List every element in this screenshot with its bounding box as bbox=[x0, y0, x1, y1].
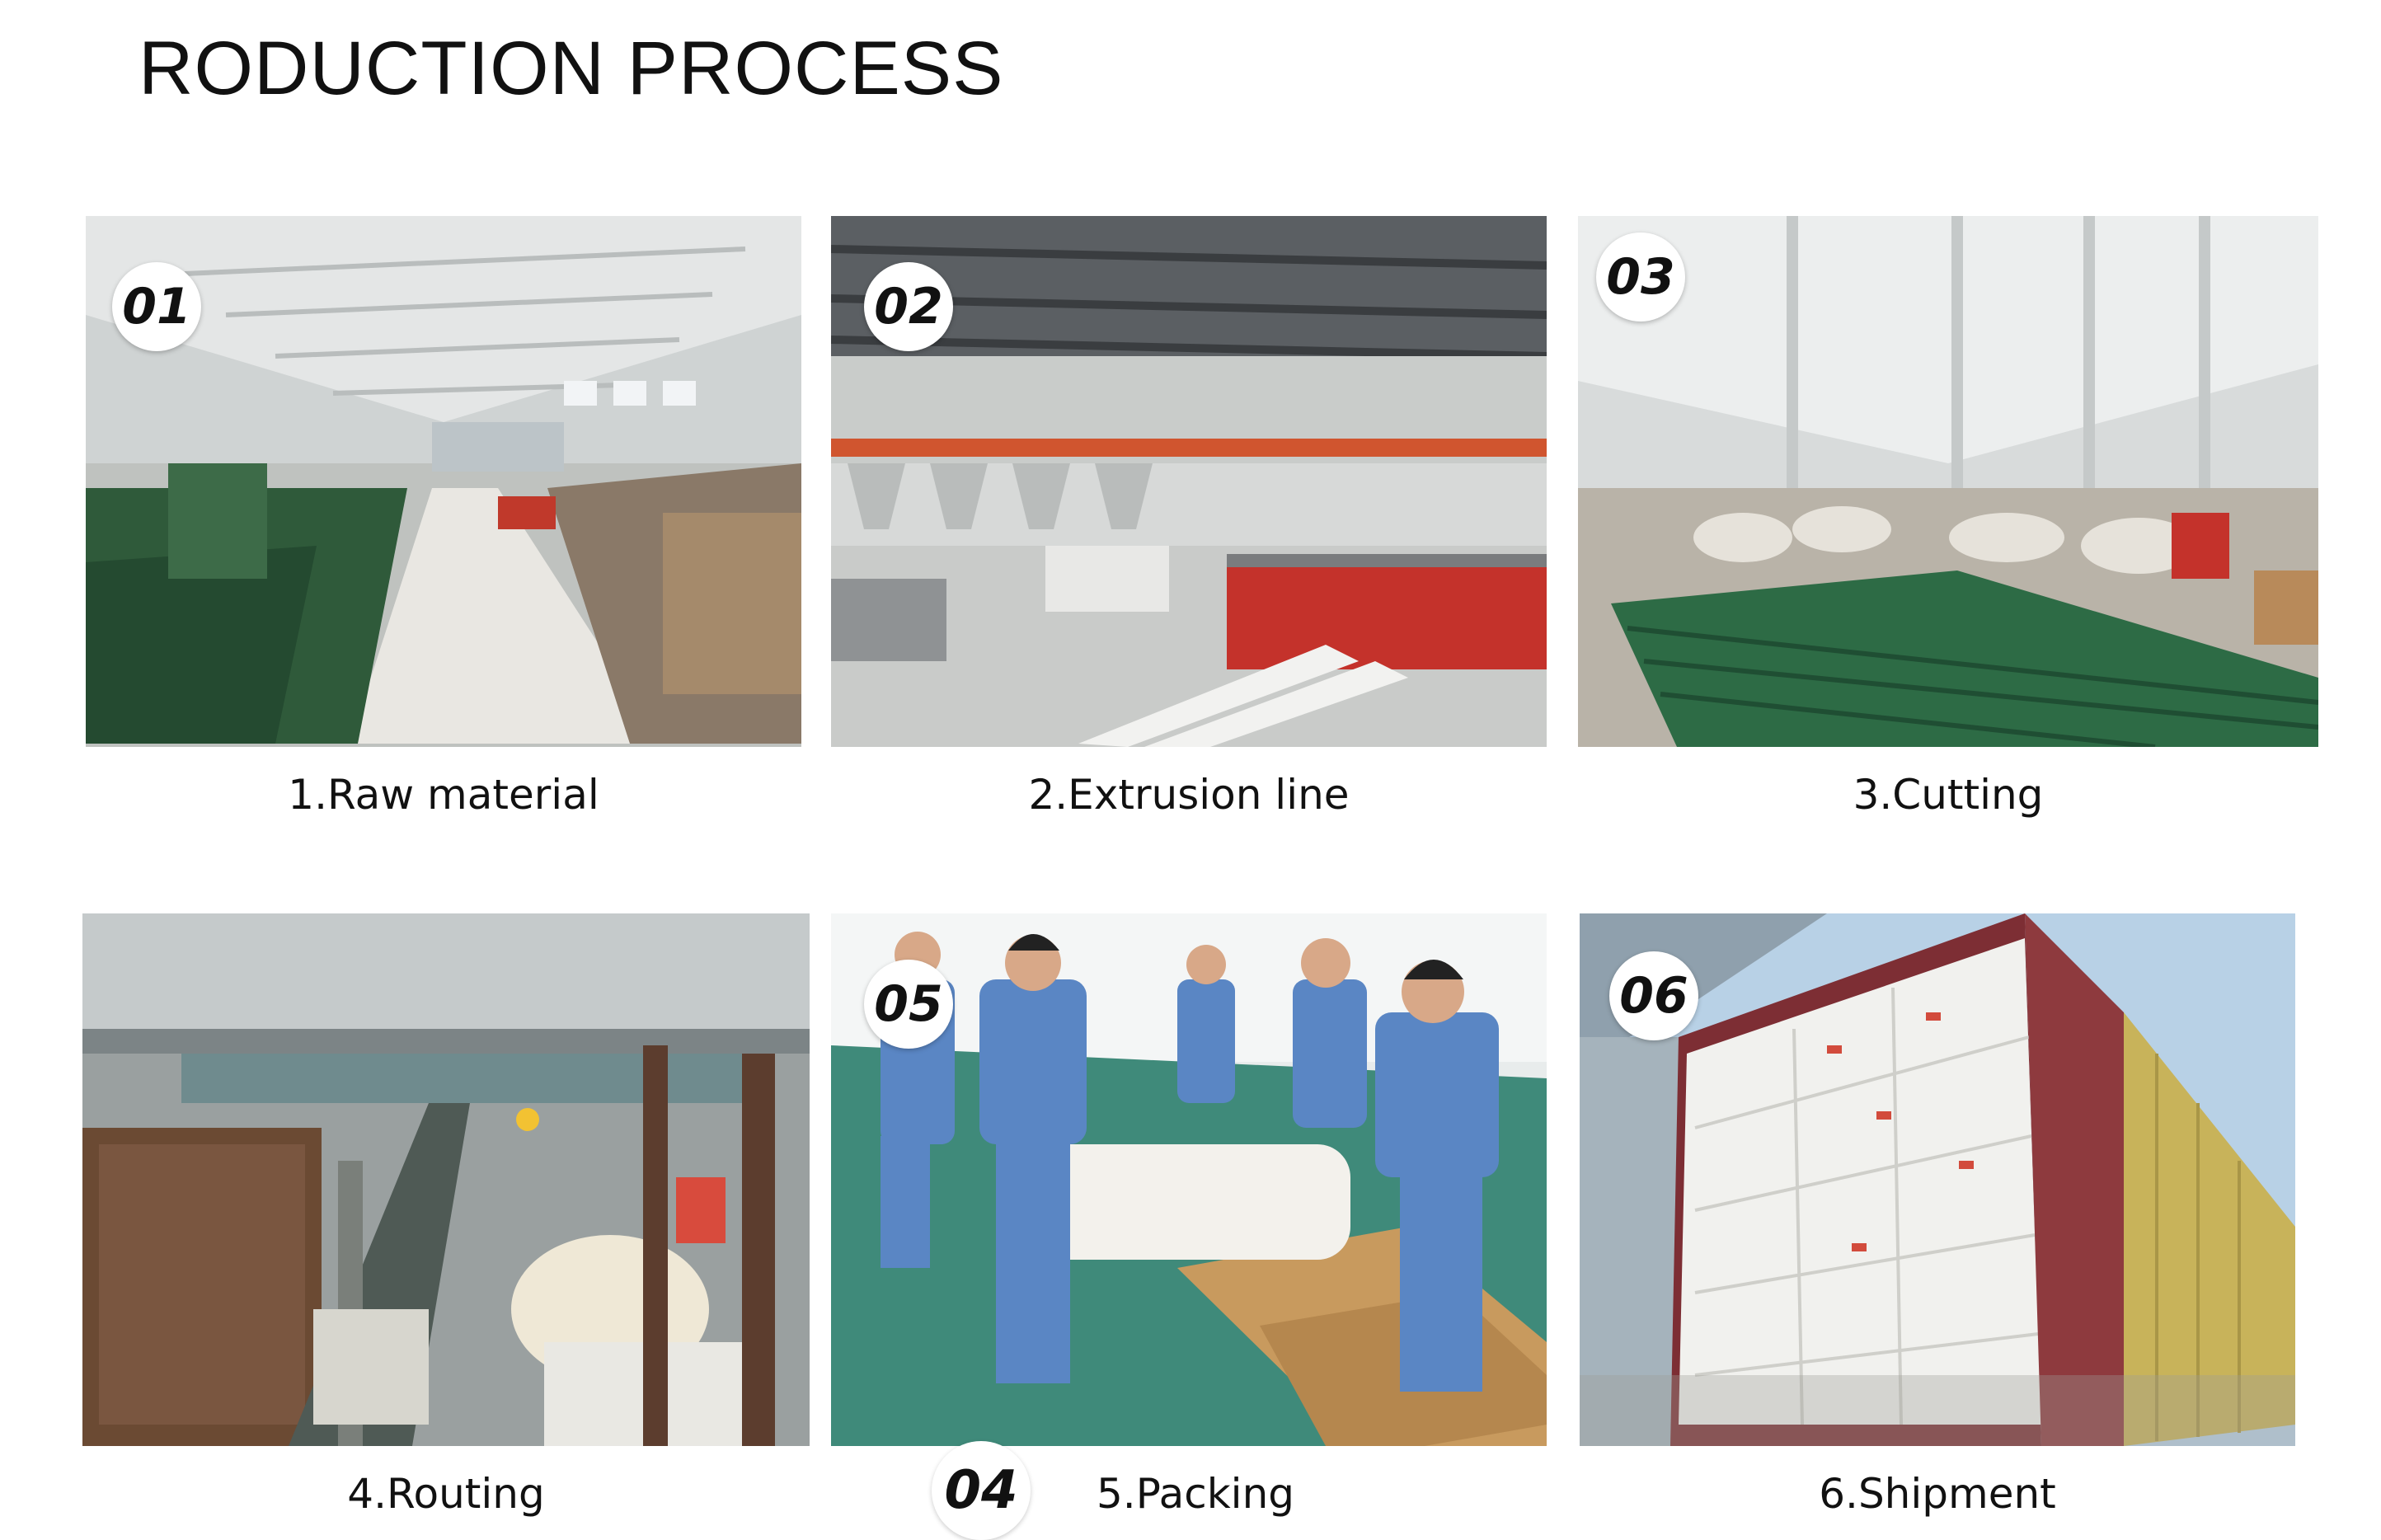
caption-extrusion-line: 2.Extrusion line bbox=[1028, 771, 1350, 819]
photo-packing: 05 bbox=[831, 913, 1547, 1446]
warehouse-aisle-illustration bbox=[86, 216, 801, 747]
step-badge-03: 03 bbox=[1596, 232, 1685, 322]
photo-shipment: 06 bbox=[1580, 913, 2295, 1446]
caption-packing: 5.Packing bbox=[1096, 1470, 1294, 1518]
extra-badge-04: 04 bbox=[932, 1441, 1031, 1540]
loaded-container-illustration bbox=[1580, 913, 2295, 1446]
step-badge-06: 06 bbox=[1609, 951, 1698, 1040]
photo-cutting: 03 bbox=[1578, 216, 2318, 747]
caption-shipment: 6.Shipment bbox=[1819, 1470, 2056, 1518]
caption-raw-material: 1.Raw material bbox=[288, 771, 599, 819]
caption-cutting: 3.Cutting bbox=[1853, 771, 2044, 819]
photo-raw-material: 01 bbox=[86, 216, 801, 747]
extrusion-machinery-illustration bbox=[831, 216, 1547, 747]
caption-routing: 4.Routing bbox=[347, 1470, 545, 1518]
routing-machinery-illustration bbox=[82, 913, 810, 1446]
cut-green-profiles-illustration bbox=[1578, 216, 2318, 747]
step-badge-01: 01 bbox=[112, 262, 201, 351]
photo-routing bbox=[82, 913, 810, 1446]
workers-packing-illustration bbox=[831, 913, 1547, 1446]
step-badge-02: 02 bbox=[864, 262, 953, 351]
page-title: RODUCTION PROCESS bbox=[139, 26, 1004, 110]
step-badge-05: 05 bbox=[864, 960, 953, 1049]
photo-extrusion-line: 02 bbox=[831, 216, 1547, 747]
